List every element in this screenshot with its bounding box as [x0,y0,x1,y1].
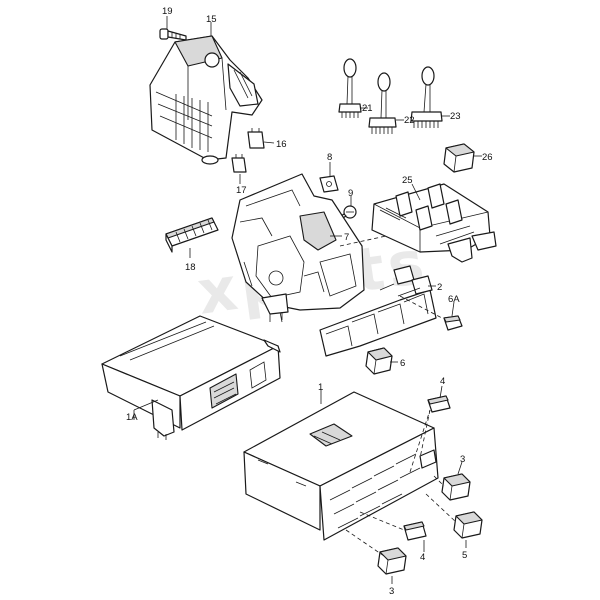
part-18-fuse-strip[interactable] [165,217,219,253]
callout-23: 23 [450,111,461,122]
part-5-relay[interactable] [453,511,483,539]
callout-15: 15 [206,14,217,25]
part-21-puller[interactable] [338,58,362,118]
callout-labels: 19 15 21 22 23 16 17 8 9 26 25 7 18 2 6A… [126,6,493,597]
callout-19: 19 [162,6,173,17]
part-4-relay-lower[interactable] [403,521,427,541]
part-26-relay[interactable] [443,143,475,173]
part-2-relay-carrier[interactable] [319,265,437,357]
callout-22: 22 [404,115,415,126]
part-6-relay[interactable] [365,347,393,375]
callout-5: 5 [462,550,467,561]
callout-1A: 1A [126,412,138,423]
part-15-fuse-carrier[interactable] [149,35,263,165]
callout-4-lower: 4 [420,552,425,563]
callout-26: 26 [482,152,493,163]
callout-16: 16 [276,139,287,150]
part-4-relay-upper[interactable] [427,395,451,413]
callout-9: 9 [348,188,353,199]
part-7-bracket[interactable] [231,173,365,323]
assembly-lines [345,295,457,557]
callout-4-upper: 4 [440,376,445,387]
part-3-relay-upper[interactable] [441,473,471,501]
callout-17: 17 [236,185,247,196]
callout-1: 1 [318,382,323,393]
callout-21: 21 [362,103,373,114]
part-16-fuse[interactable] [247,128,265,149]
callout-6A: 6A [448,294,460,305]
part-19-screw[interactable] [159,28,187,41]
part-6A-relay[interactable] [443,315,463,331]
part-3-relay-lower[interactable] [377,547,407,575]
callout-18: 18 [185,262,196,273]
part-17-fuse[interactable] [231,154,247,173]
part-1-fuse-box[interactable] [243,391,439,541]
callout-25: 25 [402,175,413,186]
part-22-puller[interactable] [368,72,397,134]
callout-6: 6 [400,358,405,369]
part-25-relay-plate[interactable] [371,183,497,263]
callout-3-lower: 3 [389,586,394,597]
callout-8: 8 [327,152,332,163]
part-23-puller[interactable] [410,66,443,128]
callout-3-upper: 3 [460,454,465,465]
part-1A-control-unit[interactable] [101,315,281,440]
leader-lines [133,16,482,584]
part-8-clip[interactable] [319,175,339,193]
callout-7: 7 [344,232,349,243]
callout-2: 2 [437,282,442,293]
